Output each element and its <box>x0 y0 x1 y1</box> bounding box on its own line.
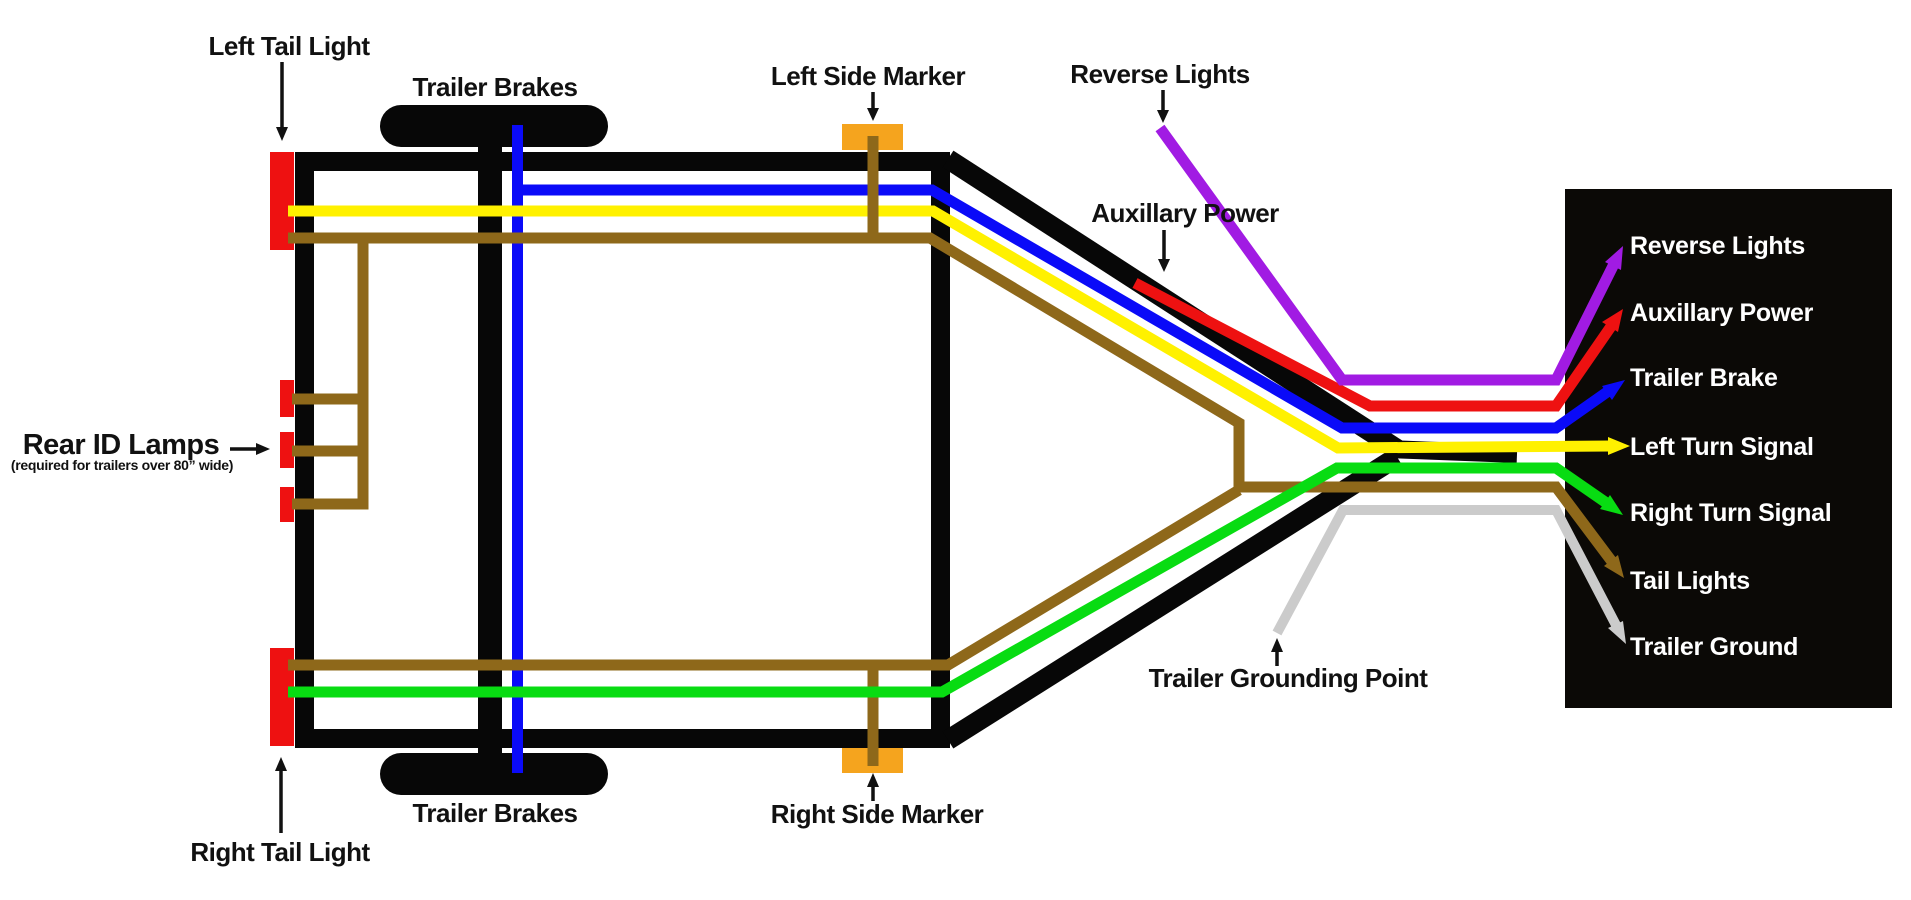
wire-aux-power-red-arrowhead <box>1602 309 1623 332</box>
left-tail-light-arrowhead <box>276 127 288 141</box>
label-right-tail-light: Right Tail Light <box>190 837 370 867</box>
trailer-grounding-point-arrowhead <box>1271 638 1283 652</box>
label-right-side-marker: Right Side Marker <box>771 799 984 829</box>
label-left-tail-light: Left Tail Light <box>209 31 371 61</box>
wire-brake-blue <box>517 184 1614 434</box>
wire-tail-lights-brown-right <box>288 485 1242 671</box>
legend-label-reverse-lights: Reverse Lights <box>1630 232 1805 260</box>
wire-left-turn-yellow-arrowhead <box>1608 437 1630 455</box>
wire-tail-lights-brown-arrowhead <box>1604 555 1624 578</box>
legend-label-trailer-brake: Trailer Brake <box>1630 364 1778 392</box>
right-tail-light-arrowhead <box>275 757 287 771</box>
legend-label-auxillary-power: Auxillary Power <box>1630 299 1814 327</box>
wire-ground-gray-arrowhead <box>1608 621 1626 644</box>
left-side-marker-arrowhead <box>867 108 879 121</box>
legend-label-right-turn-signal: Right Turn Signal <box>1630 499 1831 527</box>
legend-label-trailer-ground: Trailer Ground <box>1630 633 1798 661</box>
label-auxillary-power: Auxillary Power <box>1091 198 1279 228</box>
trailer-bed-frame <box>295 152 950 748</box>
auxillary-power-arrowhead <box>1158 259 1170 272</box>
wire-right-turn-green <box>288 462 1612 698</box>
rear-id-lamp-3 <box>280 487 294 522</box>
axle-bar <box>478 128 502 772</box>
wire-reverse-purple-arrowhead <box>1605 246 1623 270</box>
bottom-wheel <box>380 753 608 795</box>
wire-right-turn-green-arrowhead <box>1600 495 1623 515</box>
wire-aux-power-red <box>1132 278 1617 412</box>
wire-ground-gray <box>1272 505 1622 636</box>
label-trailer-grounding-point: Trailer Grounding Point <box>1149 663 1429 693</box>
wire-brake-blue-arrowhead <box>1602 380 1625 400</box>
rear-id-lamp-1 <box>280 380 294 417</box>
legend-label-left-turn-signal: Left Turn Signal <box>1630 433 1814 461</box>
label-trailer-brakes-top: Trailer Brakes <box>412 72 577 102</box>
label-left-side-marker: Left Side Marker <box>771 61 966 91</box>
tongue-lower-bar <box>942 448 1403 749</box>
rear-id-lamps-arrowhead <box>256 443 270 455</box>
wire-left-turn-yellow <box>288 205 1613 454</box>
wires <box>288 124 1630 773</box>
label-reverse-lights: Reverse Lights <box>1070 59 1249 89</box>
wire-tail-lights-brown-left <box>288 232 1618 567</box>
callouts: Left Tail Light Trailer Brakes Left Side… <box>11 31 1429 867</box>
rear-id-lamp-2 <box>280 432 294 468</box>
label-trailer-brakes-bottom: Trailer Brakes <box>412 798 577 828</box>
legend: Reverse Lights Auxillary Power Trailer B… <box>1630 232 1832 661</box>
wire-reverse-purple <box>1155 124 1619 386</box>
reverse-lights-arrowhead <box>1157 110 1169 123</box>
top-wheel <box>380 105 608 147</box>
label-rear-id-lamps: Rear ID Lamps <box>23 429 220 461</box>
legend-label-tail-lights: Tail Lights <box>1630 567 1750 595</box>
label-rear-id-note: (required for trailers over 80” wide) <box>11 457 233 473</box>
right-side-marker-arrowhead <box>867 773 879 787</box>
